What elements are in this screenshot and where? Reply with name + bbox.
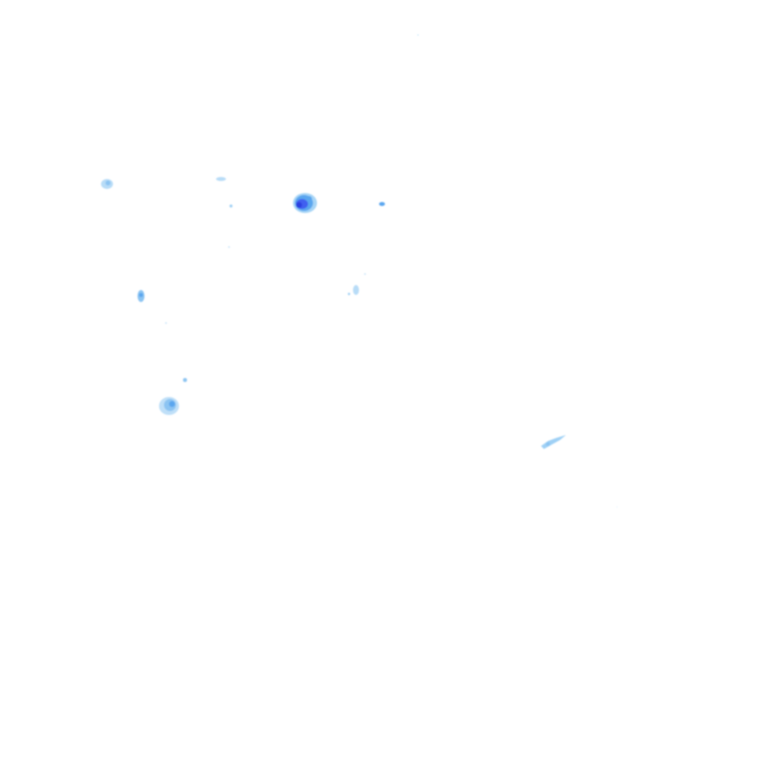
- precip-cell-lower-left: [159, 397, 179, 415]
- precip-cell-upper-left: [101, 179, 113, 189]
- precip-speckles: [165, 34, 618, 508]
- precip-cell-strong: [293, 193, 317, 213]
- precip-cell-left-middle: [137, 290, 145, 302]
- precip-streak-right: [541, 435, 566, 449]
